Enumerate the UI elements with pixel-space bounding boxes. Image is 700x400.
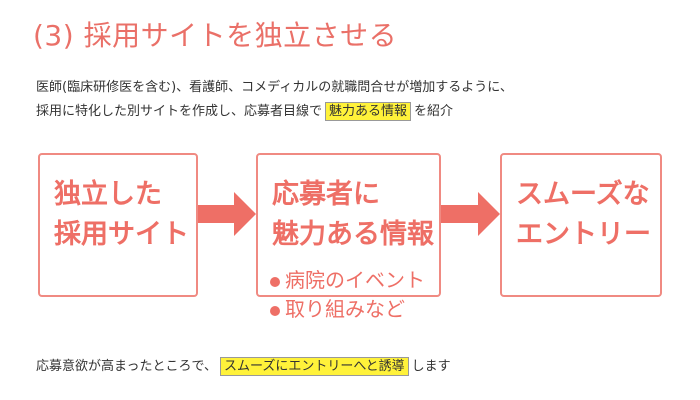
highlight-smooth-entry: スムーズにエントリーへと誘導 bbox=[219, 357, 409, 376]
footer-text: 応募意欲が高まったところで、 bbox=[36, 359, 217, 374]
flow-box-independent-site: 独立した 採用サイト bbox=[38, 153, 198, 297]
highlight-attractive-info: 魅力ある情報 bbox=[325, 102, 412, 121]
bullet-text: 取り組みなど bbox=[285, 297, 405, 321]
flow-box-line: 魅力ある情報 bbox=[272, 219, 434, 250]
intro-line-2: 採用に特化した別サイトを作成し、応募者目線で魅力ある情報を紹介 bbox=[36, 100, 454, 121]
arrow-right-icon bbox=[198, 192, 256, 236]
bullet-item: 取り組みなど bbox=[270, 295, 425, 324]
flow-box-line: 応募者に bbox=[272, 179, 380, 210]
bullet-list: 病院のイベント 取り組みなど bbox=[270, 266, 425, 324]
bullet-text: 病院のイベント bbox=[285, 268, 425, 292]
flow-box-smooth-entry: スムーズな エントリー bbox=[500, 153, 662, 297]
arrow-right-icon bbox=[441, 192, 500, 236]
footer-line: 応募意欲が高まったところで、スムーズにエントリーへと誘導します bbox=[36, 355, 451, 376]
flow-box-line: スムーズな bbox=[516, 179, 650, 210]
bullet-dot-icon bbox=[270, 305, 280, 316]
intro-text-end: を紹介 bbox=[414, 104, 454, 119]
bullet-dot-icon bbox=[270, 276, 280, 287]
flow-box-line: エントリー bbox=[516, 219, 651, 250]
flow-box-line: 採用サイト bbox=[54, 219, 189, 250]
page-title: (3) 採用サイトを独立させる bbox=[33, 19, 398, 52]
intro-line-1: 医師(臨床研修医を含む)、看護師、コメディカルの就職問合せが増加するように、 bbox=[36, 80, 513, 95]
intro-text: 採用に特化した別サイトを作成し、応募者目線で bbox=[36, 104, 323, 119]
bullet-item: 病院のイベント bbox=[270, 266, 425, 295]
flow-box-line: 独立した bbox=[54, 179, 162, 210]
footer-text-end: します bbox=[411, 359, 451, 374]
flow-box-attractive-info: 応募者に 魅力ある情報 bbox=[256, 153, 441, 297]
